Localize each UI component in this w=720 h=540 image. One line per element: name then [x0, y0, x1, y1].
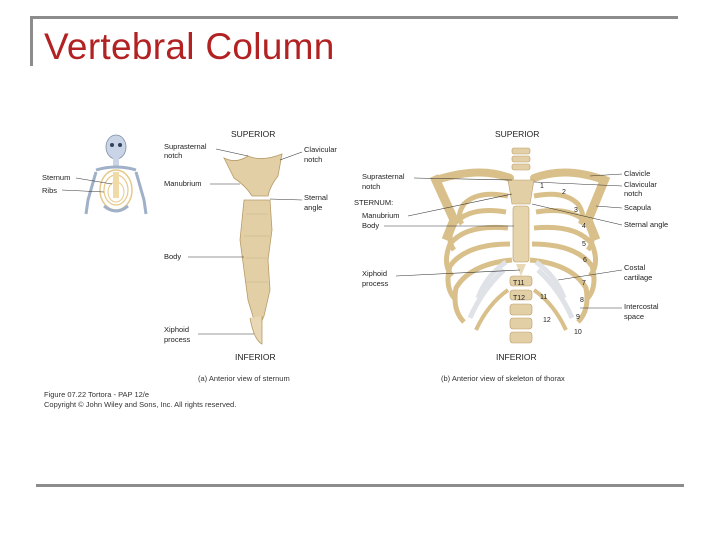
- rib-number-11: 11: [540, 294, 547, 301]
- slide-title: Vertebral Column: [44, 26, 335, 67]
- leader-line: [533, 181, 623, 187]
- leader-line: [215, 148, 249, 157]
- rib-number-1: 1: [540, 183, 544, 190]
- label-notch-right: notch: [304, 155, 322, 164]
- rib-number-6: 6: [583, 257, 587, 264]
- leader-line: [395, 269, 521, 277]
- sternum-inferior-header: INFERIOR: [235, 352, 276, 362]
- label-clavicular-b: Clavicular: [624, 180, 657, 189]
- label-suprasternal-b: Suprasternal: [362, 172, 405, 181]
- figure-credit-line-1: Figure 07.22 Tortora - PAP 12/e: [44, 390, 149, 399]
- leader-line: [75, 177, 113, 185]
- vertebra-label-t11: T11: [513, 280, 525, 287]
- label-clavicle: Clavicle: [624, 169, 650, 178]
- label-costal: Costal: [624, 263, 646, 272]
- leader-line: [413, 177, 513, 181]
- label-suprasternal: Suprasternal: [164, 142, 207, 151]
- leader-line: [589, 173, 623, 177]
- rib-number-3: 3: [574, 207, 578, 214]
- label-process: process: [164, 335, 191, 344]
- label-notch-b: notch: [362, 182, 380, 191]
- label-sternal-angle-b: Sternal angle: [624, 220, 668, 229]
- leader-line: [557, 269, 623, 281]
- thorax-superior-header: SUPERIOR: [495, 129, 539, 139]
- label-xiphoid-b: Xiphoid: [362, 269, 387, 278]
- sternum-caption: (a) Anterior view of sternum: [198, 374, 290, 383]
- thorax-inferior-header: INFERIOR: [496, 352, 537, 362]
- label-body: Body: [164, 252, 181, 261]
- sternum-superior-header: SUPERIOR: [231, 129, 275, 139]
- label-intercostal: Intercostal: [624, 302, 659, 311]
- label-space: space: [624, 312, 644, 321]
- label-sternum-heading: STERNUM:: [354, 198, 393, 207]
- thorax-illustration: [429, 147, 611, 344]
- rib-number-8: 8: [580, 297, 584, 304]
- mini-skeleton-illustration: [84, 134, 148, 215]
- leader-line: [269, 198, 303, 201]
- label-notch: notch: [164, 151, 182, 160]
- label-scapula: Scapula: [624, 203, 652, 212]
- rib-number-2: 2: [562, 189, 566, 196]
- rib-number-12: 12: [543, 317, 551, 324]
- thorax-caption: (b) Anterior view of skeleton of thorax: [441, 374, 565, 383]
- label-xiphoid: Xiphoid: [164, 325, 189, 334]
- slide-frame-top: [30, 16, 678, 19]
- label-manubrium: Manubrium: [164, 179, 202, 188]
- leader-line: [61, 189, 105, 193]
- rib-number-9: 9: [576, 314, 580, 321]
- vertebra-label-t12: T12: [513, 295, 525, 302]
- rib-number-10: 10: [574, 329, 582, 336]
- leader-line: [279, 151, 303, 161]
- leader-line: [595, 205, 623, 209]
- sternum-bone-illustration: [223, 153, 283, 345]
- label-body-b: Body: [362, 221, 379, 230]
- rib-number-4: 4: [582, 223, 586, 230]
- label-sternum: Sternum: [42, 173, 70, 182]
- leader-line: [407, 193, 513, 217]
- label-sternal: Sternal: [304, 193, 328, 202]
- slide-frame-left: [30, 16, 33, 66]
- label-cartilage: cartilage: [624, 273, 652, 282]
- figure-credit-line-2: Copyright © John Wiley and Sons, Inc. Al…: [44, 400, 236, 409]
- label-manubrium-b: Manubrium: [362, 211, 400, 220]
- label-process-b: process: [362, 279, 389, 288]
- slide-frame-bottom: [36, 484, 684, 487]
- label-angle: angle: [304, 203, 322, 212]
- label-clavicular-notch-b: notch: [624, 189, 642, 198]
- label-ribs: Ribs: [42, 186, 57, 195]
- rib-number-5: 5: [582, 241, 586, 248]
- leader-line: [531, 203, 623, 226]
- label-clavicular: Clavicular: [304, 145, 337, 154]
- rib-number-7: 7: [582, 280, 586, 287]
